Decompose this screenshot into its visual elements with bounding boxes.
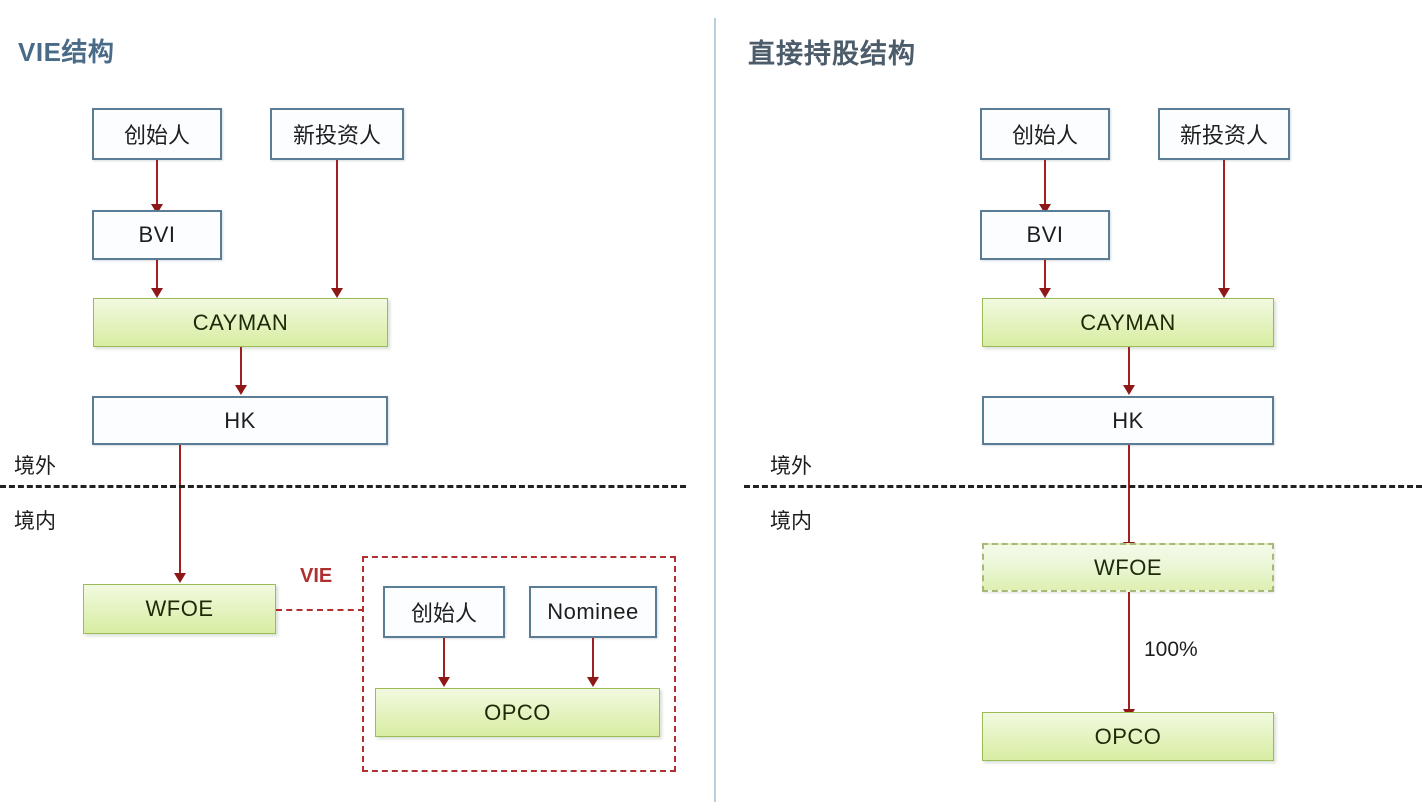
right-node-bvi[interactable]: BVI: [980, 210, 1110, 260]
left-label-onshore: 境内: [14, 510, 56, 533]
left-arrow-bvi-to-cayman: [151, 260, 163, 298]
right-node-wfoe[interactable]: WFOE: [982, 543, 1274, 592]
left-node-nominee[interactable]: Nominee: [529, 586, 657, 638]
right-arrow-founder-to-bvi: [1039, 160, 1051, 214]
left-node-new-investor[interactable]: 新投资人: [270, 108, 404, 160]
left-arrow-investor-to-cayman: [331, 160, 343, 298]
left-node-hk[interactable]: HK: [92, 396, 388, 445]
left-node-opco[interactable]: OPCO: [375, 688, 660, 737]
right-node-opco[interactable]: OPCO: [982, 712, 1274, 761]
right-node-new-investor[interactable]: 新投资人: [1158, 108, 1290, 160]
left-arrow-nominee-to-opco: [587, 638, 599, 687]
right-edge-label-100-percent: 100%: [1144, 638, 1198, 661]
left-arrow-cayman-to-hk: [235, 347, 247, 395]
right-arrow-investor-to-cayman: [1218, 160, 1230, 298]
panel-divider: [714, 18, 716, 802]
right-node-cayman[interactable]: CAYMAN: [982, 298, 1274, 347]
right-label-offshore: 境外: [770, 455, 812, 478]
left-arrow-founder-to-bvi: [151, 160, 163, 214]
left-node-wfoe[interactable]: WFOE: [83, 584, 276, 634]
vie-link-label: VIE: [300, 565, 333, 587]
right-label-onshore: 境内: [770, 510, 812, 533]
left-arrow-hk-to-wfoe: [174, 445, 186, 583]
right-arrow-bvi-to-cayman: [1039, 260, 1051, 298]
vie-dashed-link: [276, 609, 364, 611]
left-node-founder[interactable]: 创始人: [92, 108, 222, 160]
left-label-offshore: 境外: [14, 455, 56, 478]
left-arrow-viefounder-to-opco: [438, 638, 450, 687]
right-panel-title: 直接持股结构: [748, 39, 916, 69]
left-node-vie-founder[interactable]: 创始人: [383, 586, 505, 638]
right-region-divider: [744, 485, 1422, 488]
left-node-bvi[interactable]: BVI: [92, 210, 222, 260]
vie-group-box: [362, 556, 676, 772]
right-arrow-hk-to-wfoe: [1123, 445, 1135, 552]
right-node-founder[interactable]: 创始人: [980, 108, 1110, 160]
right-arrow-cayman-to-hk: [1123, 347, 1135, 395]
left-node-cayman[interactable]: CAYMAN: [93, 298, 388, 347]
right-node-hk[interactable]: HK: [982, 396, 1274, 445]
right-arrow-wfoe-to-opco: [1123, 592, 1135, 719]
left-panel-title: VIE结构: [18, 37, 115, 67]
left-region-divider: [0, 485, 686, 488]
